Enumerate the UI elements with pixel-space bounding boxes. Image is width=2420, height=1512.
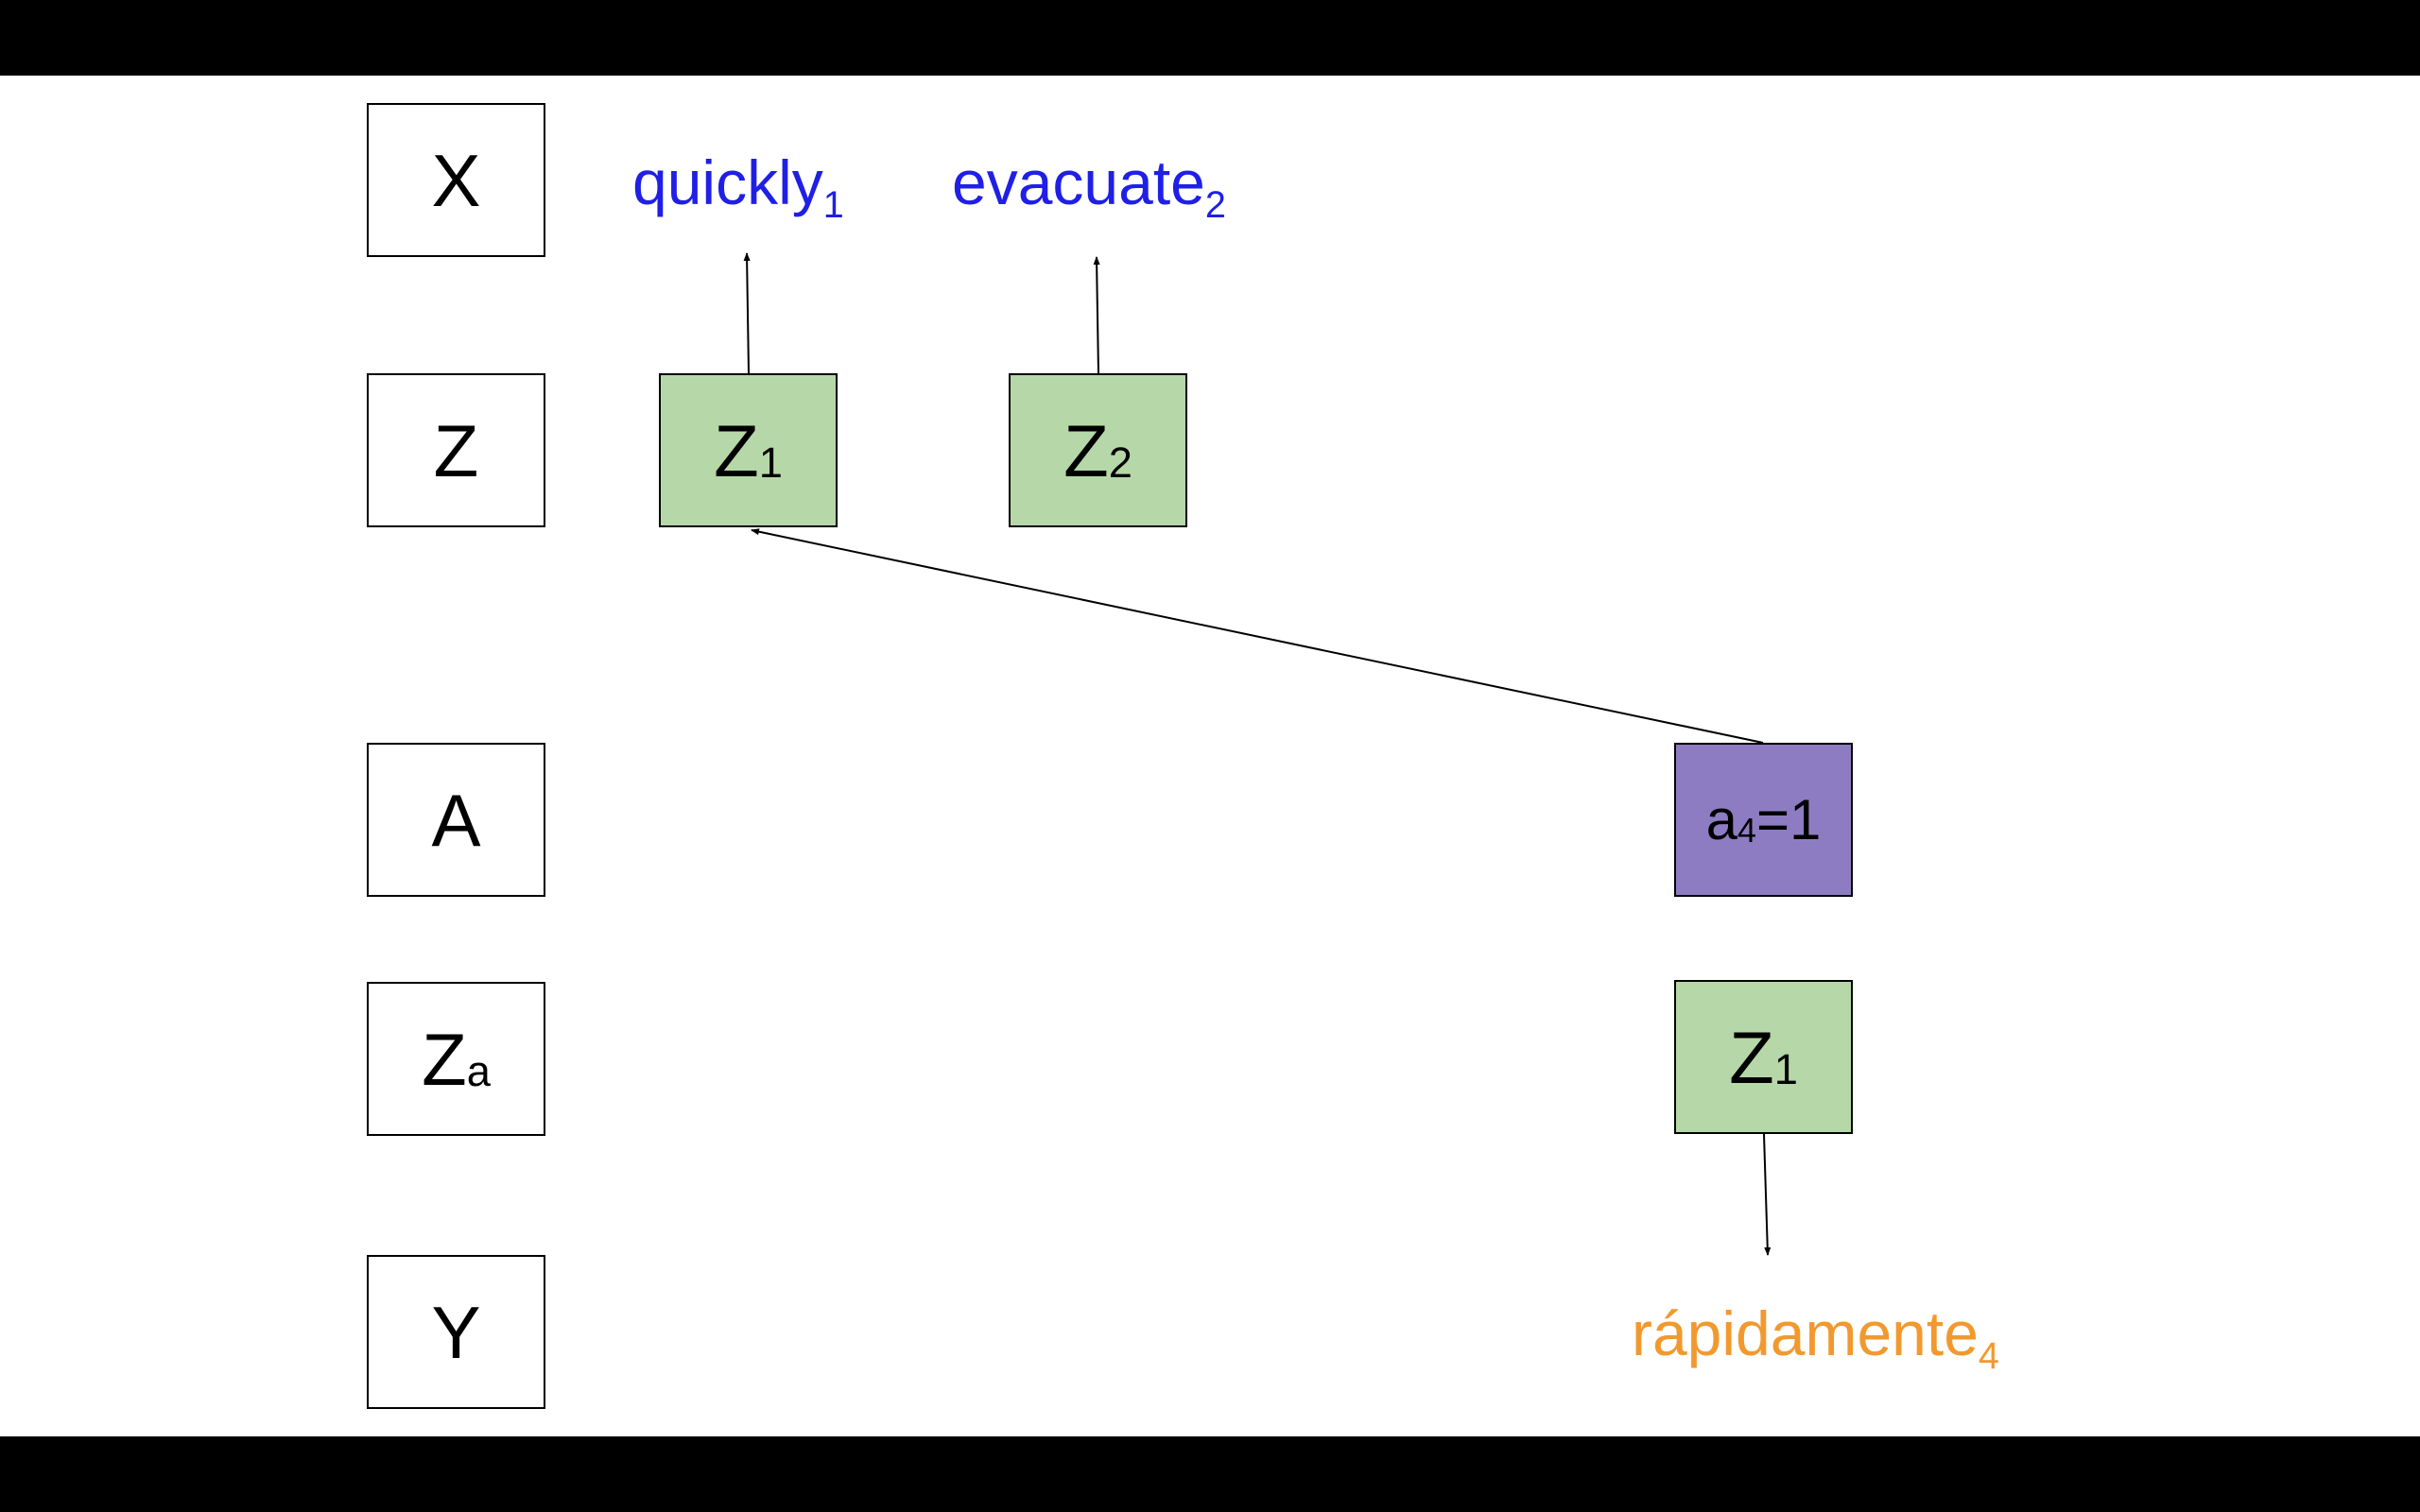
row-label-a-text: A: [431, 778, 481, 862]
z2-main: Z: [1063, 408, 1109, 492]
slide-canvas: [0, 76, 2420, 1436]
quickly-word-sub: 1: [822, 183, 844, 226]
rapidamente-word-text: rápidamente: [1632, 1298, 1979, 1368]
row-label-x-box: X: [367, 103, 545, 257]
row-label-z-box: Z: [367, 373, 545, 527]
row-label-y-text: Y: [431, 1290, 481, 1374]
alignment-a-value: =1: [1755, 787, 1822, 851]
quickly-word-text: quickly: [632, 147, 823, 217]
row-label-x-text: X: [431, 138, 481, 222]
z1-main: Z: [714, 408, 759, 492]
english-word-evacuate: evacuate2: [952, 151, 1226, 224]
english-word-quickly: quickly1: [632, 151, 844, 224]
row-label-za-main: Z: [422, 1017, 467, 1101]
evacuate-word-sub: 2: [1204, 183, 1226, 226]
alignment-a-main: a: [1705, 787, 1737, 851]
spanish-word-rapidamente: rápidamente4: [1632, 1302, 1999, 1375]
rapidamente-word-sub: 4: [1978, 1334, 1999, 1377]
evacuate-word-text: evacuate: [952, 147, 1205, 217]
za-z1-main: Z: [1729, 1015, 1774, 1099]
row-label-a-box: A: [367, 743, 545, 897]
row-label-y-box: Y: [367, 1255, 545, 1409]
row-label-z-text: Z: [433, 408, 479, 492]
